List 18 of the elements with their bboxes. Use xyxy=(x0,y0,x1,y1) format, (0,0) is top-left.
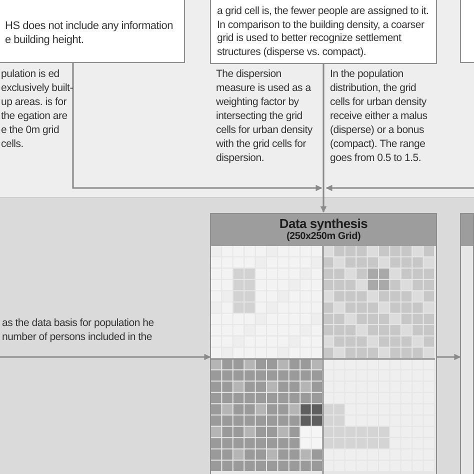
arrow xyxy=(437,354,461,360)
description-text: as the data basis for population he number of persons included in the xyxy=(2,316,155,344)
arrow xyxy=(320,64,327,213)
panel-subtitle: (250x250m Grid) xyxy=(285,231,362,243)
empty-box xyxy=(460,0,474,63)
description-text: In the population distribution, the grid cells for urban density receive either a malus (disperse) or a bonus (compact). The range goes from 0.5 to 1.5. xyxy=(330,67,428,165)
description-text: pulation is ed exclusively built-up areas. is for the egation are e the 0m grid cells. xyxy=(1,67,73,151)
arrow xyxy=(326,184,474,192)
arrow xyxy=(72,63,322,192)
arrow xyxy=(0,354,211,360)
description-text: a grid cell is, the fewer people are assigned to it. In comparison to the building density, a coarser grid is used to better recognize settlement structures (disperse vs. compact). xyxy=(216,4,430,59)
description-text: HS does not include any information e building height. xyxy=(4,19,174,47)
empty-box xyxy=(460,213,474,474)
text-card xyxy=(210,0,437,64)
text-card xyxy=(0,0,185,63)
description-text: The dispersion measure is used as a weighting factor by intersecting the grid cells for urban density with the grid cells for dispersion. xyxy=(216,67,314,165)
panel-background xyxy=(0,197,474,474)
panel-title: Data synthesis xyxy=(278,215,369,231)
